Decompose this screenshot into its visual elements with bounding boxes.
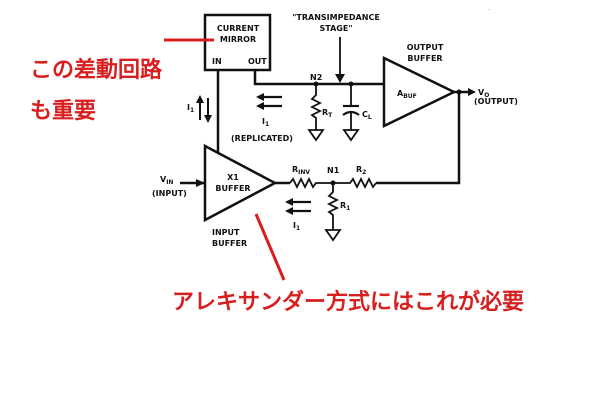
vin-input-label: (INPUT) [152, 189, 187, 198]
i1-up-arrowhead [196, 95, 204, 103]
rt-label: RT [322, 108, 333, 119]
output-buffer-triangle [382, 56, 457, 128]
current-mirror-block [203, 13, 272, 72]
annotation-note-line2: も重要 [30, 99, 96, 124]
vin-arrowhead [196, 179, 205, 187]
current-mirror-title-1: CURRENT [217, 24, 260, 33]
current-mirror-pin-in: IN [212, 57, 222, 66]
ground-rt [307, 129, 325, 142]
ground-cl [342, 129, 360, 142]
resistor-r1 [326, 183, 340, 230]
cl-label: CL [362, 110, 372, 121]
x1-label-2: BUFFER [215, 184, 250, 193]
output-arrowhead [468, 88, 476, 96]
vo-output-label: (OUTPUT) [474, 97, 518, 106]
i1-bottom-arrowhead-2 [285, 207, 293, 215]
current-mirror-pin-out: OUT [248, 57, 267, 66]
r2-label: R2 [356, 165, 366, 176]
annotation-note-bottom: アレキサンダー方式にはこれが必要 [172, 289, 524, 315]
x1-label-1: X1 [227, 173, 239, 182]
transimpedance-arrowhead [335, 74, 345, 83]
node-n2-label: N2 [310, 73, 322, 82]
r1-label: R1 [340, 201, 350, 212]
transimpedance-label-2: STAGE" [320, 24, 353, 33]
wire-feedback [376, 92, 461, 185]
transimpedance-label-1: "TRANSIMPEDANCE [292, 13, 380, 22]
output-buffer-label-1: OUTPUT [407, 43, 444, 52]
corner-mark: · [488, 7, 490, 14]
vin-label: VIN [160, 175, 173, 186]
i1-bottom-label: I1 [293, 221, 300, 232]
input-buffer-triangle [203, 143, 278, 223]
i1-down-arrowhead [204, 115, 212, 123]
annotation-note-line1: この差動回路 [30, 57, 163, 83]
input-buffer-label-2: BUFFER [212, 239, 247, 248]
node-n1-label: N1 [327, 166, 340, 175]
ground-r1 [324, 229, 342, 242]
i1-replicated-arrowhead-1 [256, 93, 264, 101]
i1-bottom-arrowhead-1 [285, 198, 293, 206]
input-buffer-label-1: INPUT [212, 228, 240, 237]
i1-replicated-label: I1 [262, 117, 269, 128]
annotation-pointer-bottom [254, 213, 286, 281]
output-buffer-label-2: BUFFER [407, 54, 442, 63]
current-mirror-title-2: MIRROR [220, 35, 256, 44]
resistor-rt [309, 84, 323, 130]
vo-label: VO [478, 88, 489, 99]
wire-mirror-out [253, 70, 384, 86]
rinv-label: RINV [292, 165, 310, 176]
resistor-rinv [289, 176, 333, 190]
i1-top-label: I1 [187, 103, 194, 114]
i1-replicated-arrowhead-2 [256, 102, 264, 110]
resistor-r2 [333, 176, 377, 190]
replicated-label: (REPLICATED) [231, 134, 293, 143]
abuf-label: ABUF [397, 89, 417, 100]
